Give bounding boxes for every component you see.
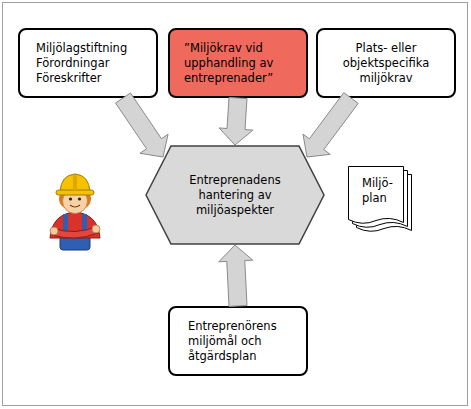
worker-hand: [92, 225, 100, 233]
node-label: Entreprenadens hantering av miljöaspekte…: [179, 173, 291, 218]
worker-illustration: [50, 174, 100, 250]
node-label: Entreprenörens miljömål och åtgärdsplan: [188, 319, 298, 364]
worker-smile: [70, 205, 80, 207]
hexagon-shape: [146, 146, 324, 244]
block-arrow: [303, 93, 358, 157]
process-hexagon: Entreprenadens hantering av miljöaspekte…: [145, 145, 325, 245]
worker-helmet-ridge: [73, 175, 77, 190]
source-box: Entreprenörens miljömål och åtgärdsplan: [168, 306, 308, 376]
worker-eye: [78, 197, 81, 200]
worker-shirt: [50, 212, 100, 238]
worker-hand: [50, 227, 58, 235]
block-arrow: [219, 245, 253, 306]
node-label: Miljö- plan: [362, 176, 408, 206]
node-label: Plats- eller objektspecifika miljökrav: [328, 41, 444, 86]
worker-arms: [52, 226, 98, 238]
outer-frame: [3, 3, 468, 406]
worker-eye: [69, 197, 72, 200]
document-icon: Miljö- plan: [348, 166, 412, 232]
node-label: ”Miljökrav vid upphandling av entreprena…: [184, 41, 298, 86]
source-box: Miljölagstiftning Förordningar Föreskrif…: [18, 28, 158, 98]
block-arrow: [219, 97, 253, 145]
worker-helmet-brim: [56, 190, 94, 195]
highlight-box: ”Miljökrav vid upphandling av entreprena…: [168, 28, 308, 98]
block-arrow: [116, 93, 169, 157]
source-box: Plats- eller objektspecifika miljökrav: [316, 28, 456, 98]
worker-helmet: [60, 174, 90, 192]
node-label: Miljölagstiftning Förordningar Föreskrif…: [36, 41, 148, 86]
